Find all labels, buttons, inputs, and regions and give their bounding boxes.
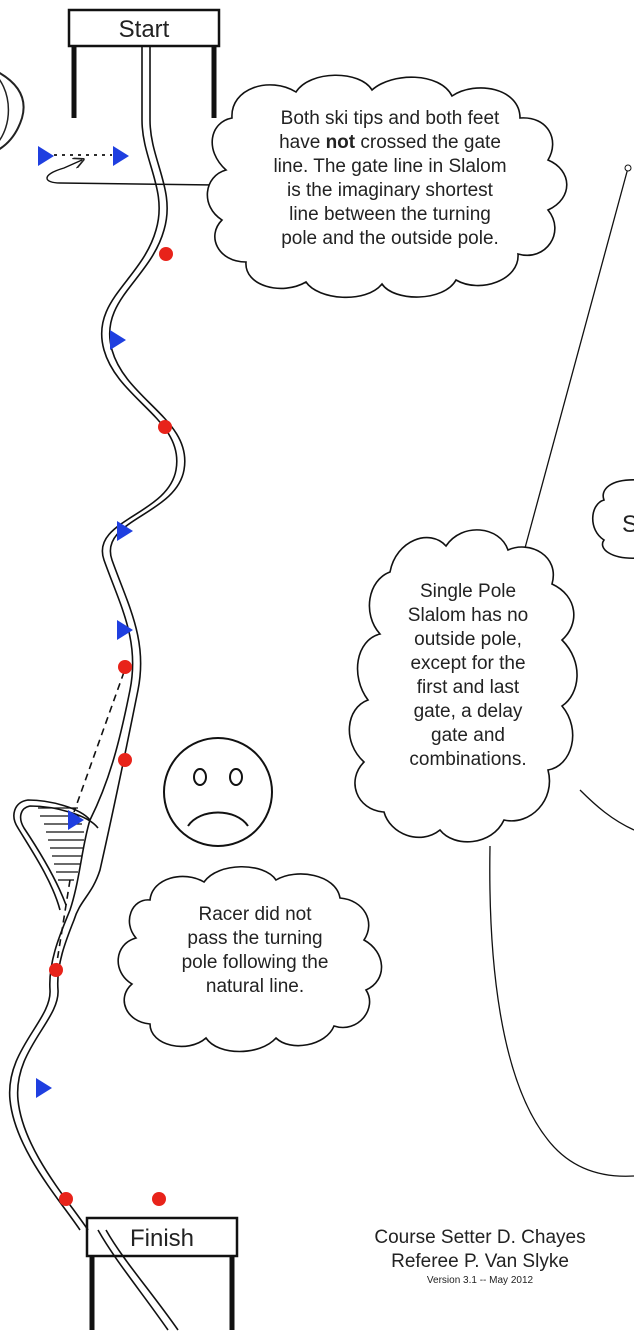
credits-referee: Referee P. Van Slyke (391, 1251, 569, 1272)
racer-l2: pass the turning (187, 928, 323, 949)
start-label: Start (119, 16, 170, 43)
turning-pole-6 (68, 810, 84, 830)
partial-circle-left-arc (0, 72, 25, 150)
partial-cloud-letter: S (622, 511, 634, 538)
credits-block: Course Setter D. Chayes Referee P. Van S… (330, 1226, 630, 1288)
cloud-gate-line-l1: Both ski tips and both feet (280, 108, 500, 129)
single-pole-l2: Slalom has no (407, 605, 529, 626)
single-pole-l4: except for the (410, 653, 526, 674)
single-pole-l1: Single Pole (419, 581, 517, 602)
single-pole-l3: outside pole, (414, 629, 522, 650)
cloud-gate-line-text: Both ski tips and both feet have not cro… (240, 107, 540, 251)
single-pole-l8: combinations. (409, 749, 527, 770)
turning-pole-4 (117, 521, 133, 541)
outside-pole-1 (159, 247, 173, 261)
outside-pole-7 (152, 1192, 166, 1206)
credits-version: Version 3.1 -- May 2012 (426, 1275, 534, 1286)
outside-pole-6 (59, 1192, 73, 1206)
cloud-racer (117, 865, 383, 1053)
finish-gate: Finish (85, 1216, 239, 1330)
outside-pole-2 (158, 420, 172, 434)
cloud-gate-line-l5: line between the turning (289, 204, 491, 225)
leader-line-lower (489, 845, 634, 1177)
outside-poles (49, 247, 173, 1206)
dashed-line-straddle-to-pole (55, 879, 71, 969)
credits-course-setter: Course Setter D. Chayes (374, 1227, 586, 1248)
leader-line-right (579, 789, 634, 831)
sad-face-icon (163, 737, 273, 847)
leader-line-upper (524, 167, 629, 549)
cloud-gate-line (206, 74, 568, 299)
single-pole-l5: first and last (416, 677, 520, 698)
cloud-gate-line-l6: pole and the outside pole. (281, 228, 499, 249)
turning-pole-7 (36, 1078, 52, 1098)
racer-l1: Racer did not (198, 904, 312, 925)
turning-pole-2 (113, 146, 129, 166)
turning-poles (36, 146, 133, 1098)
outside-pole-3 (118, 660, 132, 674)
leader-endpoint-dot (624, 164, 632, 172)
outside-pole-5 (49, 963, 63, 977)
start-gate: Start (67, 8, 221, 118)
cloud-gate-line-l3: line. The gate line in Slalom (273, 156, 507, 177)
cloud-single-pole-text: Single Pole Slalom has no outside pole, … (378, 580, 558, 772)
turning-pole-1 (38, 146, 54, 166)
partial-cloud-right (591, 479, 634, 559)
cloud-single-pole (348, 529, 578, 843)
turning-pole-5 (117, 620, 133, 640)
ski-track (8, 46, 186, 1331)
dashed-line-pole-to-straddle (73, 671, 125, 813)
single-pole-l6: gate, a delay (413, 701, 523, 722)
single-pole-l7: gate and (431, 725, 505, 746)
partial-circle-left (0, 79, 10, 141)
cloud-gate-line-l2: have not crossed the gate (279, 132, 501, 153)
racer-l3: pole following the (181, 952, 329, 973)
finish-label: Finish (130, 1225, 194, 1252)
cloud-pointer-line (46, 160, 216, 186)
turning-pole-3 (110, 330, 126, 350)
outside-pole-4 (118, 753, 132, 767)
cloud-racer-text: Racer did not pass the turning pole foll… (140, 903, 370, 999)
racer-l4: natural line. (205, 976, 305, 997)
cloud-gate-line-l4: is the imaginary shortest (287, 180, 493, 201)
